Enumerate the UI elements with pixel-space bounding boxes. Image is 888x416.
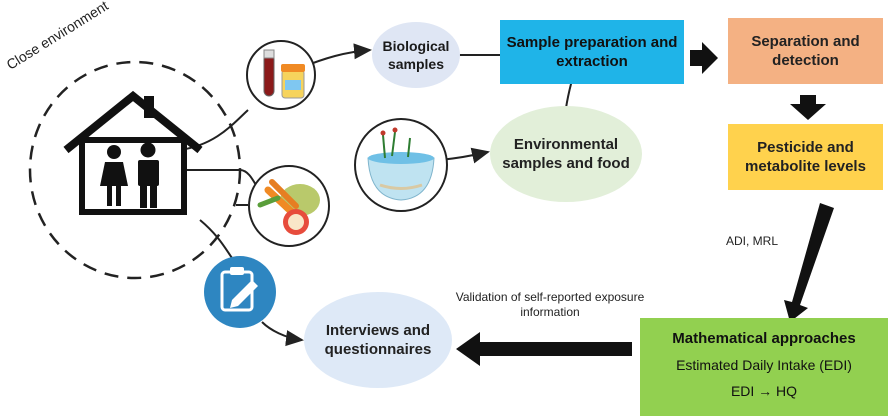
pesticide-levels-node: Pesticide and metabolite levels [728,124,883,190]
connector-clipboard-to-interviews [261,321,304,347]
mathematical-approaches-node: Mathematical approaches Estimated Daily … [640,318,888,416]
math-line-hq: EDI → HQ [730,383,798,399]
biological-samples-node: Biological samples [372,22,460,88]
environmental-samples-node: Environmental samples and food [490,106,642,202]
math-line-edi: Estimated Daily Intake (EDI) [676,357,852,373]
validation-label: Validation of self-reported exposure inf… [455,290,645,319]
arrow-pesticide-to-math [784,203,834,322]
connector-house-to-tubes [179,109,249,151]
connector-house-to-clipboard [199,219,233,259]
arrow-prep-to-separation [690,42,718,74]
sample-preparation-node: Sample preparation and extraction [500,20,684,84]
arrow-math-to-interviews [456,332,632,366]
interviews-node: Interviews and questionnaires [304,292,452,388]
adi-mrl-label: ADI, MRL [726,234,779,248]
arrow-separation-to-pesticide [790,95,826,120]
math-title: Mathematical approaches [672,330,856,347]
separation-detection-node: Separation and detection [728,18,883,84]
